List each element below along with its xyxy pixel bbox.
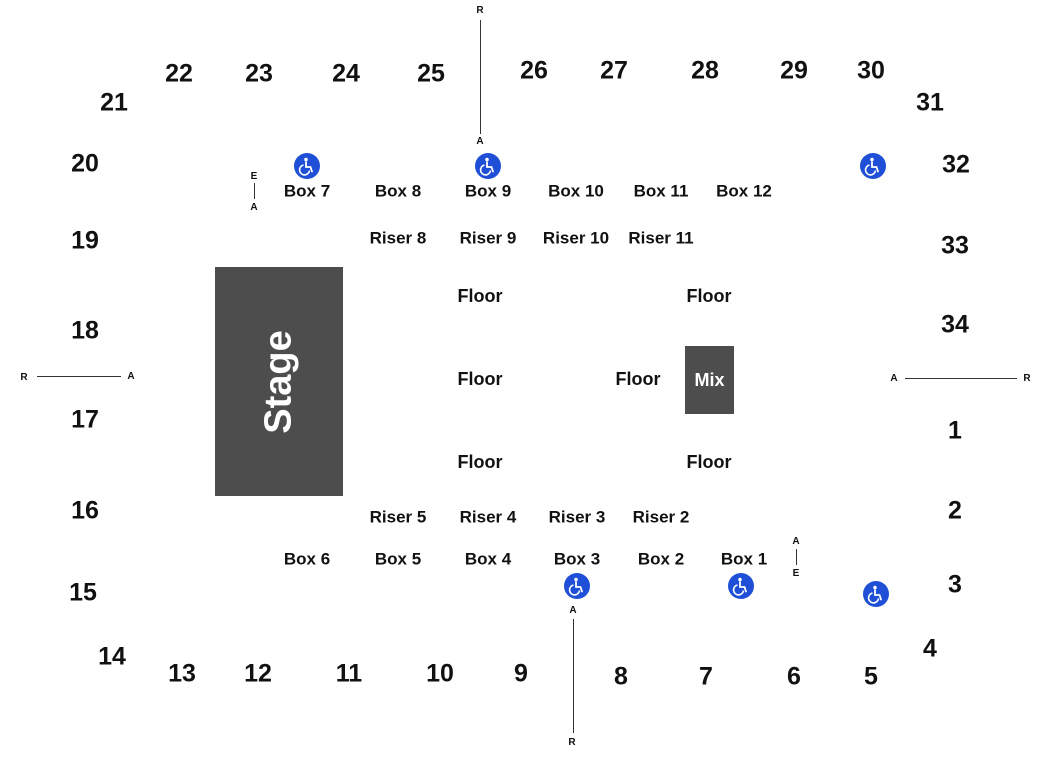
section-12[interactable]: 12 [244, 659, 272, 688]
aisle-marker-r: R [1023, 373, 1031, 384]
section-33[interactable]: 33 [941, 231, 969, 260]
section-22[interactable]: 22 [165, 59, 193, 88]
section-13[interactable]: 13 [168, 659, 196, 688]
section-5[interactable]: 5 [864, 662, 878, 691]
box-4[interactable]: Box 4 [464, 549, 512, 569]
box-11[interactable]: Box 11 [633, 181, 689, 201]
section-11[interactable]: 11 [335, 659, 363, 688]
box-3[interactable]: Box 3 [553, 549, 601, 569]
floor-section[interactable]: Floor [686, 452, 732, 472]
wheelchair-icon [863, 581, 889, 607]
section-30[interactable]: 30 [857, 56, 885, 85]
section-25[interactable]: 25 [417, 59, 445, 88]
entrance-marker-a: A [792, 536, 800, 547]
section-18[interactable]: 18 [71, 316, 99, 345]
aisle-line [480, 20, 481, 134]
entrance-line [254, 183, 255, 199]
box-1[interactable]: Box 1 [720, 549, 768, 569]
section-15[interactable]: 15 [69, 578, 97, 607]
section-4[interactable]: 4 [923, 634, 937, 663]
aisle-line [37, 376, 121, 377]
section-9[interactable]: 9 [514, 659, 528, 688]
box-10[interactable]: Box 10 [548, 181, 604, 201]
aisle-marker-a: A [569, 605, 577, 616]
wheelchair-icon [728, 573, 754, 599]
floor-section[interactable]: Floor [457, 452, 503, 472]
section-26[interactable]: 26 [520, 56, 548, 85]
entrance-marker-a: A [250, 202, 258, 213]
section-6[interactable]: 6 [787, 662, 801, 691]
aisle-line [905, 378, 1017, 379]
section-34[interactable]: 34 [941, 310, 969, 339]
floor-section[interactable]: Floor [457, 286, 503, 306]
section-3[interactable]: 3 [948, 570, 962, 599]
section-24[interactable]: 24 [332, 59, 360, 88]
entrance-marker-e: E [250, 171, 258, 182]
floor-section[interactable]: Floor [457, 369, 503, 389]
entrance-marker-e: E [792, 568, 800, 579]
section-14[interactable]: 14 [98, 642, 126, 671]
section-17[interactable]: 17 [71, 405, 99, 434]
section-8[interactable]: 8 [614, 662, 628, 691]
floor-section[interactable]: Floor [686, 286, 732, 306]
mix-position: Mix [685, 346, 734, 414]
aisle-marker-a: A [476, 136, 484, 147]
box-2[interactable]: Box 2 [637, 549, 685, 569]
aisle-marker-r: R [20, 372, 28, 383]
box-8[interactable]: Box 8 [374, 181, 422, 201]
section-1[interactable]: 1 [948, 416, 962, 445]
riser-4[interactable]: Riser 4 [459, 507, 517, 527]
section-20[interactable]: 20 [71, 149, 99, 178]
aisle-marker-r: R [568, 737, 576, 748]
section-7[interactable]: 7 [699, 662, 713, 691]
section-16[interactable]: 16 [71, 496, 99, 525]
section-28[interactable]: 28 [691, 56, 719, 85]
aisle-marker-r: R [476, 5, 484, 16]
riser-2[interactable]: Riser 2 [632, 507, 690, 527]
section-31[interactable]: 31 [916, 88, 944, 117]
floor-section[interactable]: Floor [615, 369, 661, 389]
box-6[interactable]: Box 6 [283, 549, 331, 569]
entrance-line [796, 549, 797, 565]
section-2[interactable]: 2 [948, 496, 962, 525]
box-5[interactable]: Box 5 [374, 549, 422, 569]
aisle-marker-a: A [127, 371, 135, 382]
section-23[interactable]: 23 [245, 59, 273, 88]
wheelchair-icon [294, 153, 320, 179]
aisle-line [573, 619, 574, 733]
box-12[interactable]: Box 12 [716, 181, 772, 201]
section-32[interactable]: 32 [942, 150, 970, 179]
riser-9[interactable]: Riser 9 [459, 228, 517, 248]
box-7[interactable]: Box 7 [283, 181, 331, 201]
stage-label: Stage [257, 329, 300, 434]
riser-10[interactable]: Riser 10 [542, 228, 610, 248]
stage: Stage [215, 267, 343, 496]
box-9[interactable]: Box 9 [464, 181, 512, 201]
wheelchair-icon [475, 153, 501, 179]
wheelchair-icon [860, 153, 886, 179]
section-29[interactable]: 29 [780, 56, 808, 85]
section-27[interactable]: 27 [600, 56, 628, 85]
wheelchair-icon [564, 573, 590, 599]
aisle-marker-a: A [890, 373, 898, 384]
section-19[interactable]: 19 [71, 226, 99, 255]
riser-11[interactable]: Riser 11 [628, 228, 694, 248]
riser-3[interactable]: Riser 3 [548, 507, 606, 527]
riser-8[interactable]: Riser 8 [369, 228, 427, 248]
section-21[interactable]: 21 [100, 88, 128, 117]
section-10[interactable]: 10 [426, 659, 454, 688]
riser-5[interactable]: Riser 5 [369, 507, 427, 527]
